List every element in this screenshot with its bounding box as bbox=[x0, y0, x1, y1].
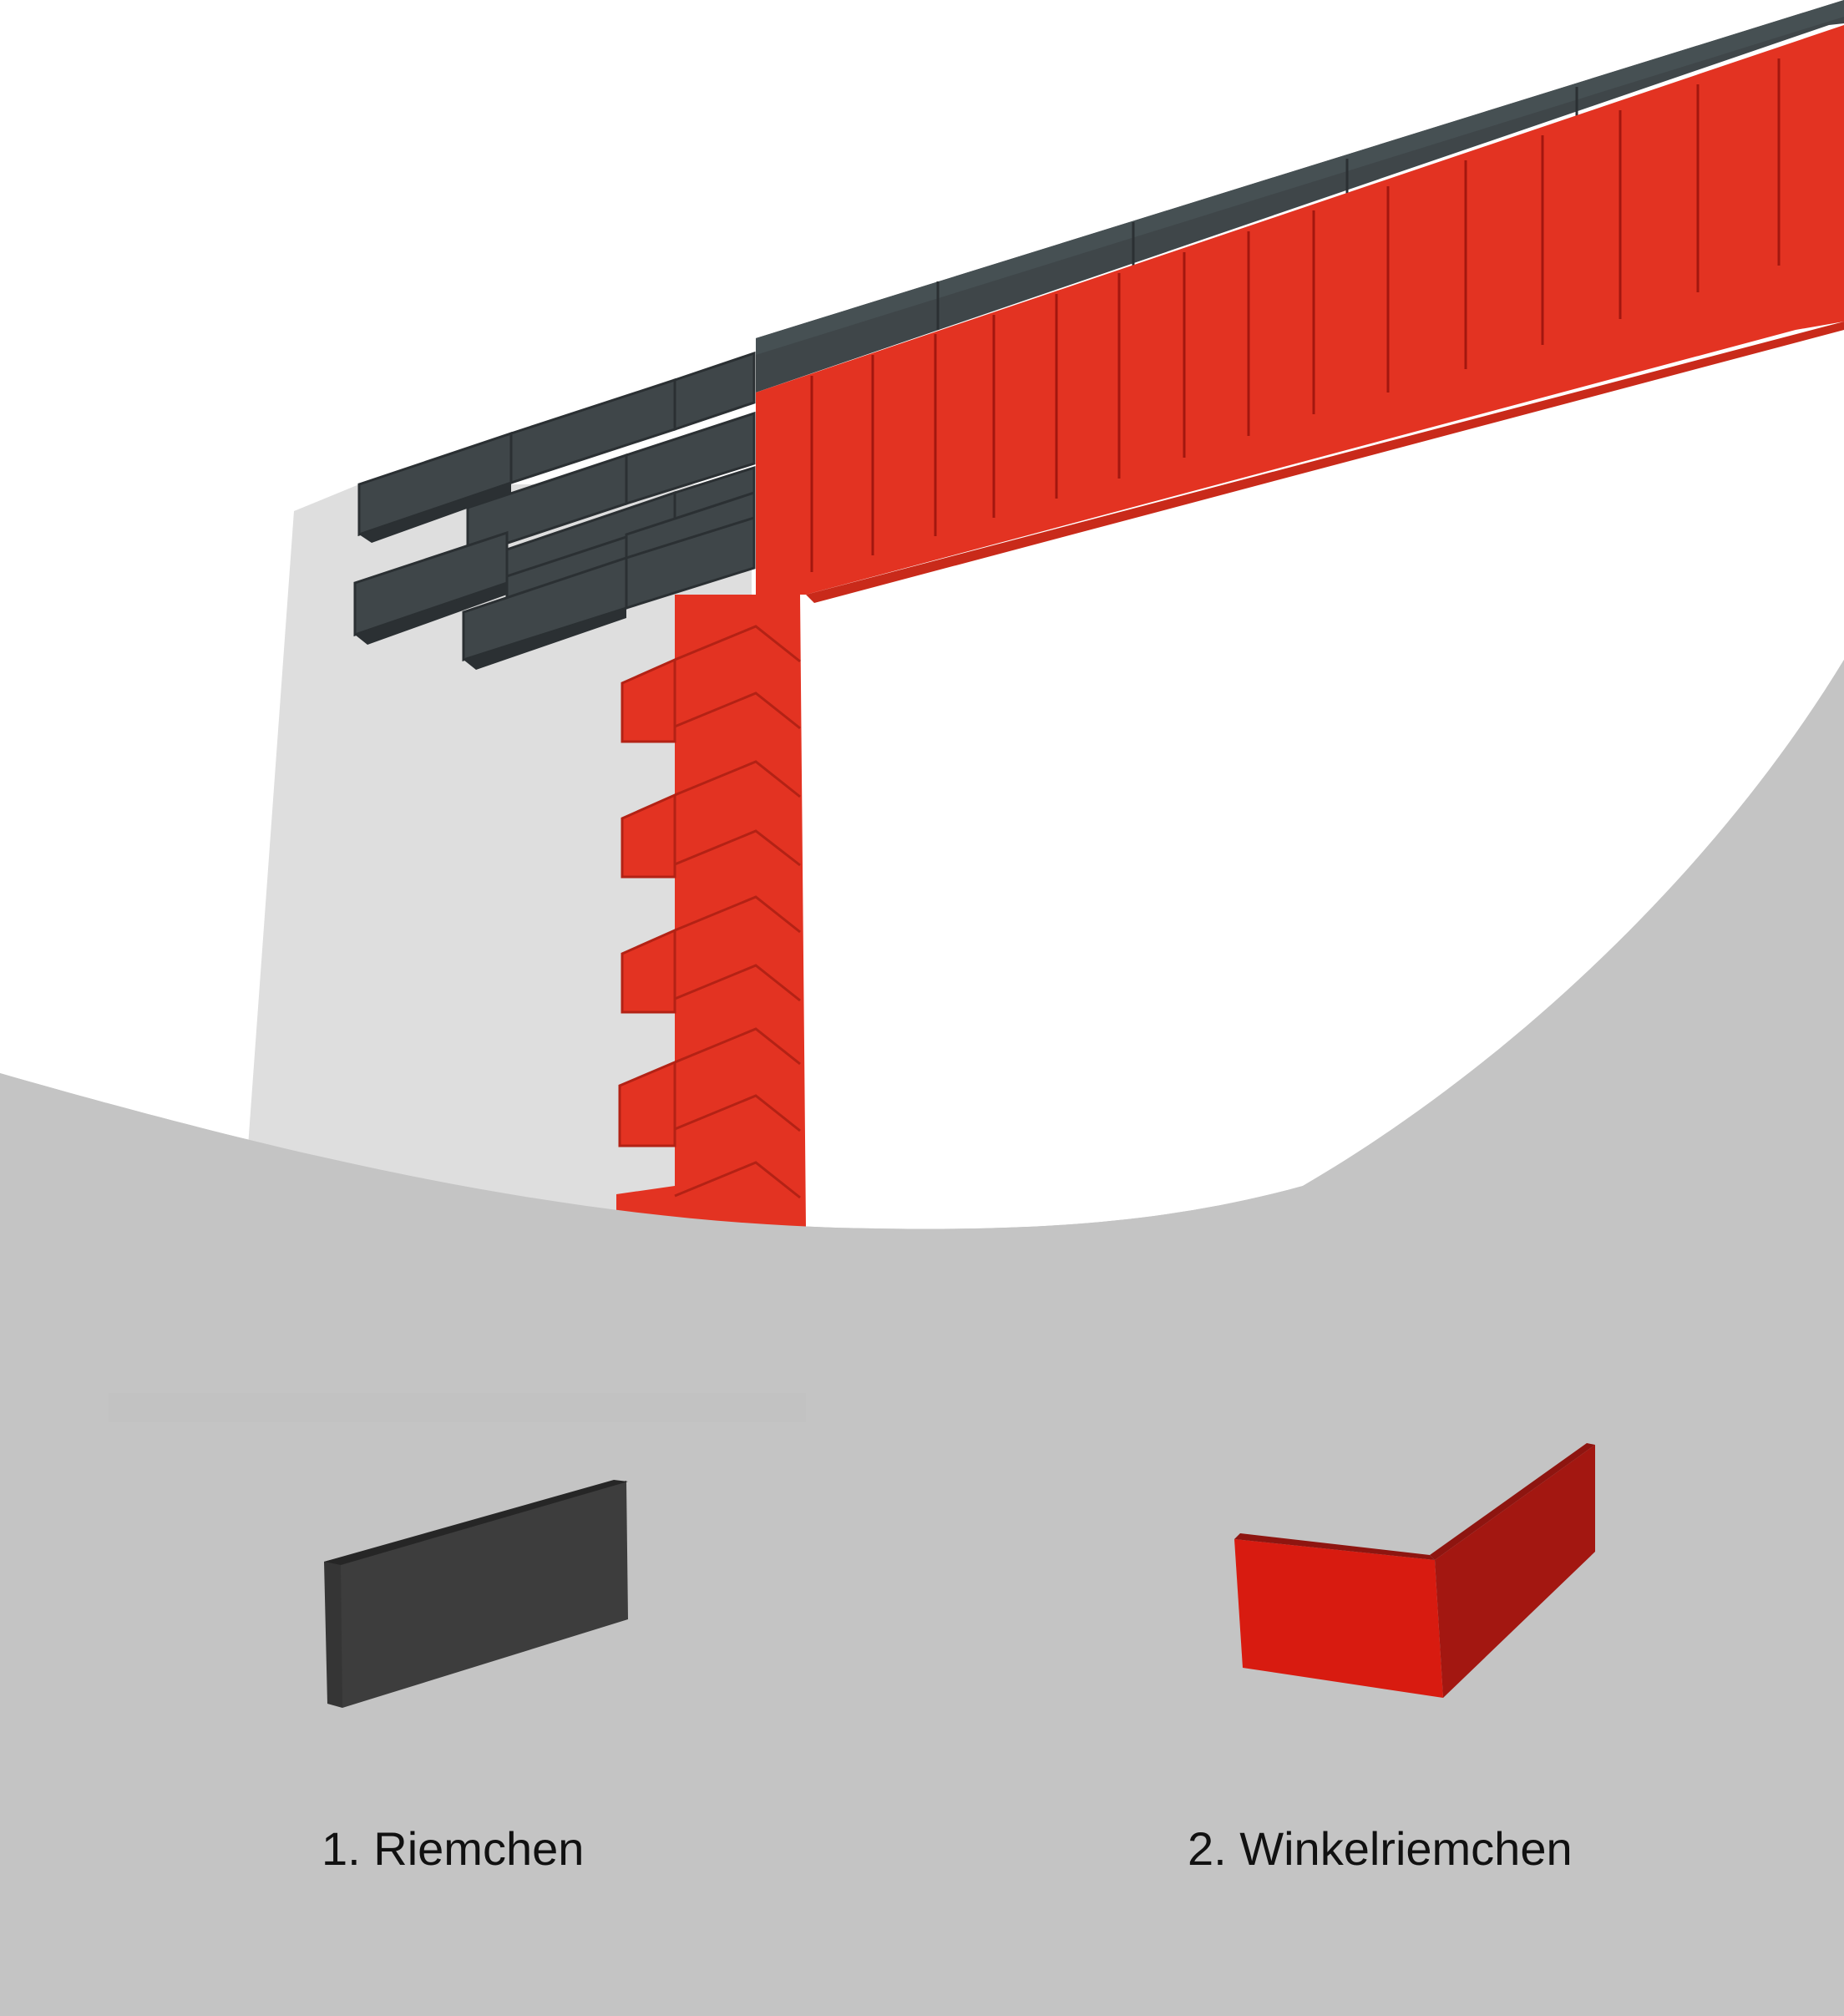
flat-brick-slip-icon bbox=[324, 1480, 628, 1708]
dark-brick-side-shadows bbox=[355, 483, 626, 670]
wall-panel bbox=[246, 484, 752, 1221]
red-brick-band bbox=[756, 25, 1844, 603]
dark-brick-band bbox=[756, 0, 1844, 393]
dark-brick-stack bbox=[353, 351, 756, 662]
legend-label-riemchen: 1. Riemchen bbox=[322, 1822, 585, 1875]
corner-brick-slip-icon bbox=[1234, 1443, 1595, 1698]
faint-divider bbox=[109, 1393, 806, 1422]
red-brick-column bbox=[616, 595, 806, 1228]
legend-label-winkelriemchen: 2. Winkelriemchen bbox=[1188, 1822, 1573, 1875]
